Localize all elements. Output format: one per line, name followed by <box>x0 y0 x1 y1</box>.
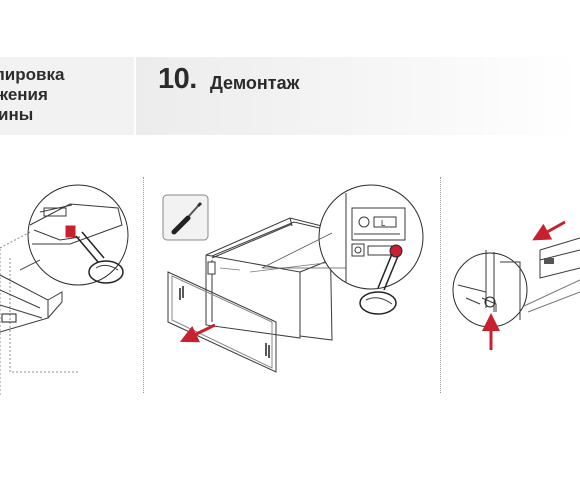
panel-2-figure: L <box>162 184 424 373</box>
panel-3-figure <box>452 220 580 350</box>
panel-1-release-clip <box>65 225 76 238</box>
panel-divider-1 <box>143 177 144 393</box>
panel-2-finger <box>359 291 397 315</box>
previous-section-line-3: ины <box>0 105 34 124</box>
panel-3-rail <box>523 237 580 313</box>
previous-section-header <box>0 57 134 135</box>
panel-divider-2 <box>440 177 441 393</box>
clip-label: L <box>381 219 386 228</box>
previous-section-title: лировка жения ины <box>0 65 64 125</box>
step-number: 10. <box>158 63 197 95</box>
panel-1-zoom-circle <box>19 184 129 286</box>
panel-2-zoom-circle: L <box>318 184 424 315</box>
previous-section-line-1: лировка <box>0 65 65 84</box>
panel-2-pull-arrow <box>179 323 216 343</box>
panel-1-figure <box>0 184 129 395</box>
panel-2-front-panel <box>167 271 277 373</box>
step-title: Демонтаж <box>210 73 300 93</box>
panel-1-cabinet <box>0 231 80 395</box>
screwdriver-icon <box>162 194 209 241</box>
step-header <box>136 57 580 135</box>
panel-3-push-arrow <box>532 220 566 241</box>
previous-section-line-2: жения <box>0 85 48 104</box>
panel-3-zoom-circle <box>452 250 528 328</box>
panel-1-finger <box>88 260 124 284</box>
